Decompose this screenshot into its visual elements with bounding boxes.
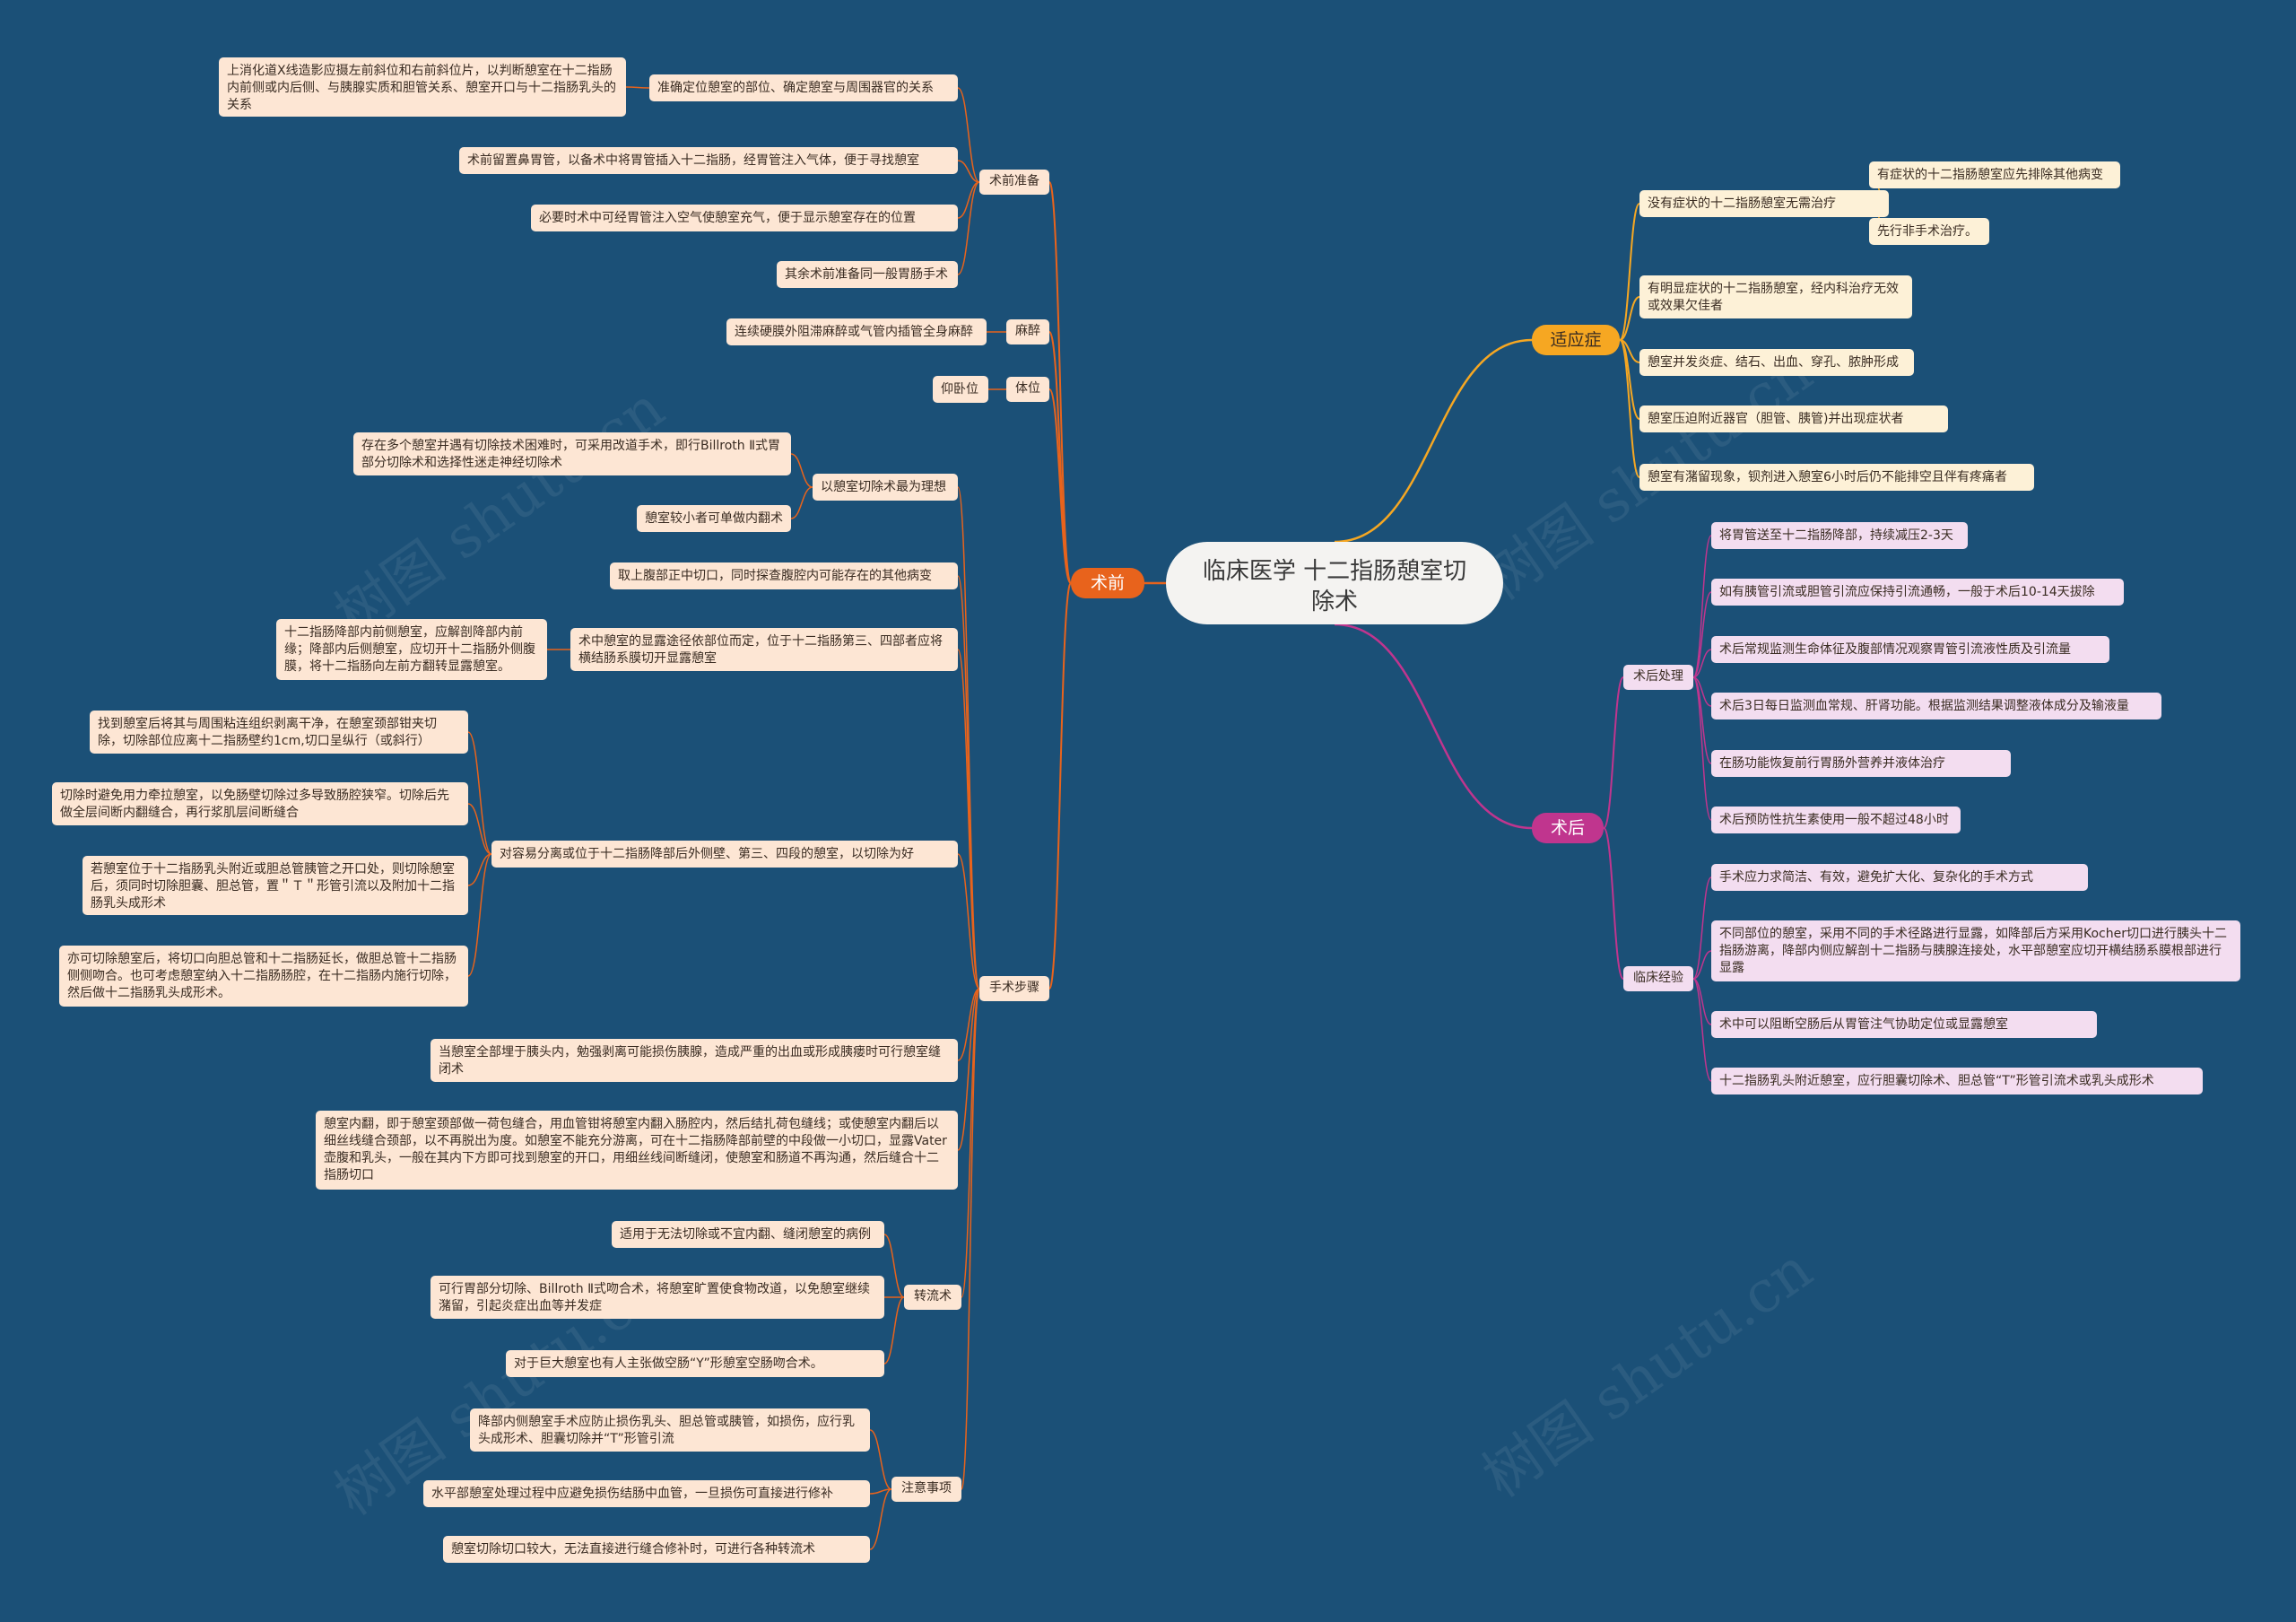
topic-anesthesia[interactable]: 麻醉 [1006,319,1049,344]
step-incision[interactable]: 取上腹部正中切口，同时探查腹腔内可能存在的其他病变 [610,562,958,589]
indication-retention[interactable]: 憩室有潴留现象，钡剂进入憩室6小时后仍不能排空且伴有疼痛者 [1639,464,2034,491]
care-antibiotics[interactable]: 术后预防性抗生素使用一般不超过48小时 [1711,807,1961,833]
connector [790,453,813,488]
topic-clinical-experience[interactable]: 临床经验 [1623,966,1693,991]
indication-asymptomatic[interactable]: 没有症状的十二指肠憩室无需治疗 [1639,190,1889,217]
care-parenteral-nutrition[interactable]: 在肠功能恢复前行胃肠外营养并液体治疗 [1711,750,2011,777]
prep-air-injection[interactable]: 必要时术中可经胃管注入空气使憩室充气，便于显示憩室存在的位置 [531,205,958,231]
excision-detail-1[interactable]: 找到憩室后将其与周围粘连组织剥离干净，在憩室颈部钳夹切除，切除部位应离十二指肠壁… [90,711,468,754]
care-drainage[interactable]: 如有胰管引流或胆管引流应保持引流通畅，一般于术后10-14天拔除 [1711,579,2124,606]
experience-papilla[interactable]: 十二指肠乳头附近憩室，应行胆囊切除术、胆总管“T”形管引流术或乳头成形术 [1711,1068,2203,1094]
connector [1692,876,1712,980]
connector [1619,296,1640,341]
connector [957,160,980,183]
step-suture-closure[interactable]: 当憩室全部埋于胰头内，勉强剥离可能损伤胰腺，造成严重的出血或形成胰瘘时可行憩室缝… [430,1039,958,1082]
care-lab-tests[interactable]: 术后3日每日监测血常规、肝肾功能。根据监测结果调整液体成分及输液量 [1711,693,2161,719]
precaution-descending[interactable]: 降部内侧憩室手术应防止损伤乳头、胆总管或胰管，如损伤，应行乳头成形术、胆囊切除并… [470,1408,870,1452]
prep-other[interactable]: 其余术前准备同一般胃肠手术 [777,261,958,288]
connector [1334,623,1533,830]
care-monitoring[interactable]: 术后常规监测生命体征及腹部情况观察胃管引流液性质及引流量 [1711,636,2109,663]
topic-preparation[interactable]: 术前准备 [979,170,1049,195]
connector [467,731,492,855]
connector [1692,649,1712,678]
connector [957,853,980,990]
connector [957,87,980,183]
asymptomatic-conservative[interactable]: 先行非手术治疗。 [1869,218,1989,245]
connector [883,1234,905,1298]
connector [869,1488,892,1550]
connector [1048,582,1072,990]
connector [1048,181,1072,584]
topic-surgical-steps[interactable]: 手术步骤 [979,976,1049,1001]
step-exposure-approach[interactable]: 术中憩室的显露途径依部位而定，位于十二指肠第三、四部者应将横结肠系膜切开显露憩室 [570,628,958,671]
excision-detail-4[interactable]: 亦可切除憩室后，将切口向胆总管和十二指肠延长，做胆总管十二指肠侧侧吻合。也可考虑… [59,946,468,1007]
connector [1692,676,1712,821]
ideal-multiple-diverticula[interactable]: 存在多个憩室并遇有切除技术困难时，可采用改道手术，即行Billroth Ⅱ式胃部… [353,432,791,475]
experience-simple[interactable]: 手术应力求简洁、有效，避免扩大化、复杂化的手术方式 [1711,864,2088,891]
excision-detail-2[interactable]: 切除时避免用力牵拉憩室，以免肠壁切除过多导致肠腔狭窄。切除后先做全层间断内翻缝合… [52,782,468,825]
indication-compression[interactable]: 憩室压迫附近器官（胆管、胰管)并出现症状者 [1639,406,1948,432]
precaution-horizontal[interactable]: 水平部憩室处理过程中应避免损伤结肠中血管，一旦损伤可直接进行修补 [423,1480,870,1507]
indication-complications[interactable]: 憩室并发炎症、结石、出血、穿孔、脓肿形成 [1639,349,1914,376]
connector [957,988,980,1151]
connector [957,181,980,275]
diversion-billroth[interactable]: 可行胃部分切除、Billroth Ⅱ式吻合术，将憩室旷置使食物改道，以免憩室继续… [430,1276,884,1319]
excision-detail-3[interactable]: 若憩室位于十二指肠乳头附近或胆总管胰管之开口处，则切除憩室后，须同时切除胆囊、胆… [83,856,468,915]
topic-precautions[interactable]: 注意事项 [891,1477,961,1502]
connector [1692,535,1712,678]
branch-pre-op[interactable]: 术前 [1071,568,1144,598]
connector [957,988,980,1061]
connector [1619,339,1640,478]
connector [869,1488,892,1495]
connector [1692,978,1712,1025]
connector [883,1296,905,1365]
connector [1692,950,1712,980]
branch-indications[interactable]: 适应症 [1532,325,1620,355]
connector [1692,978,1712,1082]
step-inversion[interactable]: 憩室内翻，即于憩室颈部做一荷包缝合，用血管钳将憩室内翻入肠腔内，然后结扎荷包缝线… [316,1111,958,1190]
step-resection-ideal[interactable]: 以憩室切除术最为理想 [813,474,958,501]
topic-position[interactable]: 体位 [1006,377,1049,402]
connector [467,803,492,855]
connector [625,86,650,89]
connector [1692,591,1712,678]
diversion-indication[interactable]: 适用于无法切除或不宜内翻、缝闭憩室的病例 [612,1221,884,1248]
indication-symptomatic[interactable]: 有明显症状的十二指肠憩室，经内科治疗无效或效果欠佳者 [1639,275,1912,318]
branch-post-op[interactable]: 术后 [1532,813,1604,843]
connector [1334,338,1533,544]
connector [1603,676,1624,829]
connector [467,853,492,977]
prep-locate[interactable]: 准确定位憩室的部位、确定憩室与周围器官的关系 [649,74,958,101]
connector [961,988,980,1298]
topic-postop-care[interactable]: 术后处理 [1623,665,1693,690]
topic-diversion[interactable]: 转流术 [904,1285,961,1310]
connector [869,1429,892,1490]
connector [957,181,980,219]
anesthesia-method[interactable]: 连续硬膜外阻滞麻醉或气管内插管全身麻醉 [726,318,987,345]
position-supine[interactable]: 仰卧位 [933,376,988,403]
connector [1619,203,1640,341]
connector [467,853,492,886]
connector [790,486,813,519]
asymptomatic-exclude[interactable]: 有症状的十二指肠憩室应先排除其他病变 [1869,161,2120,188]
prep-gastric-tube[interactable]: 术前留置鼻胃管，以备术中将胃管插入十二指肠，经胃管注入气体，便于寻找憩室 [459,147,958,174]
precaution-large-incision[interactable]: 憩室切除切口较大，无法直接进行缝合修补时，可进行各种转流术 [443,1536,870,1563]
root-topic[interactable]: 临床医学 十二指肠憩室切除术 [1166,542,1503,624]
experience-approaches[interactable]: 不同部位的憩室，采用不同的手术径路进行显露，如降部后方采用Kocher切口进行胰… [1711,920,2240,981]
connector [961,988,980,1490]
exposure-detail[interactable]: 十二指肠降部内前侧憩室，应解剖降部内前缘；降部内后侧憩室，应切开十二指肠外侧腹膜… [276,619,547,680]
connector [1603,827,1624,980]
connector [957,649,980,990]
prep-locate-detail[interactable]: 上消化道X线造影应摄左前斜位和右前斜位片，以判断憩室在十二指肠内前侧或内后侧、与… [219,57,626,117]
diversion-y-anastomosis[interactable]: 对于巨大憩室也有人主张做空肠“Y”形憩室空肠吻合术。 [506,1350,884,1377]
step-excision[interactable]: 对容易分离或位于十二指肠降部后外侧壁、第三、四段的憩室，以切除为好 [491,841,958,868]
care-gastric-decompression[interactable]: 将胃管送至十二指肠降部，持续减压2-3天 [1711,522,1968,549]
experience-localization[interactable]: 术中可以阻断空肠后从胃管注气协助定位或显露憩室 [1711,1011,2097,1038]
ideal-small-inversion[interactable]: 憩室较小者可单做内翻术 [637,505,791,532]
connector [1048,388,1072,584]
